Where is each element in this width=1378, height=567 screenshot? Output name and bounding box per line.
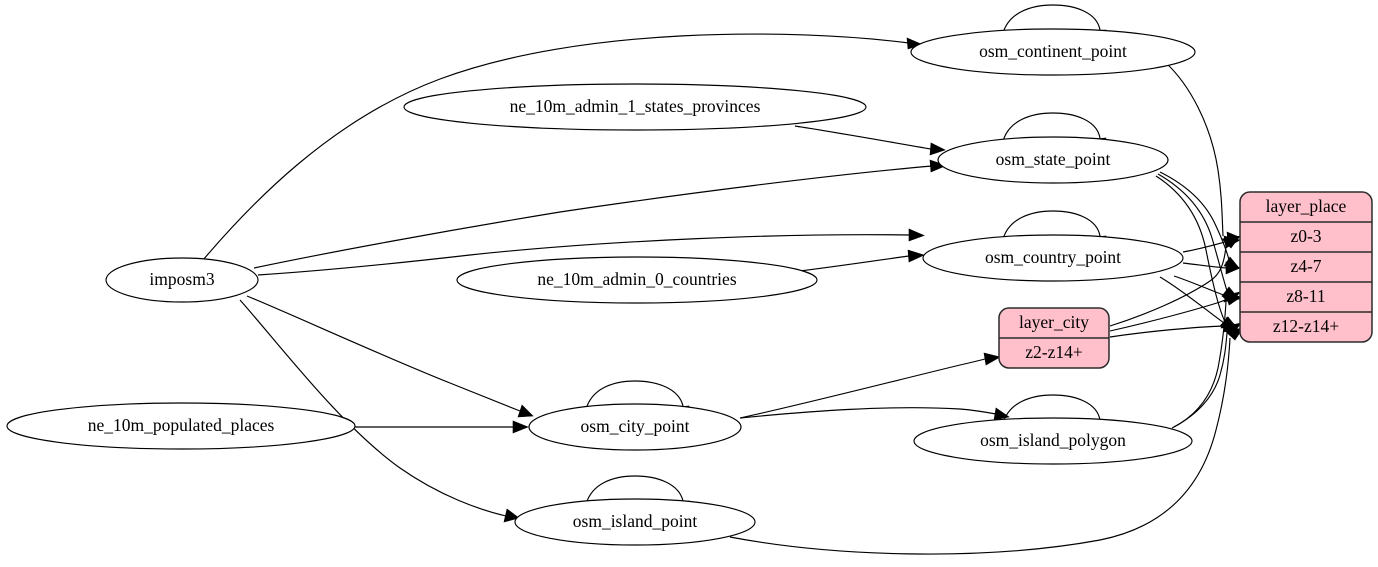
- node-osm_continent_point[interactable]: osm_continent_point: [910, 28, 1196, 76]
- edge-imposm3-to-osm_island_point: [239, 299, 507, 517]
- edge-self-loop-osm_island_polygon: [1002, 394, 1101, 424]
- node-osm_country_point[interactable]: osm_country_point: [922, 234, 1184, 282]
- edge-osm_state_point-to-layer_place-z8-11: [1157, 173, 1229, 295]
- edge-layer_city-to-layer_place-z12-z14: [1109, 325, 1225, 338]
- record-layer_city[interactable]: layer_city z2-z14+: [998, 307, 1110, 369]
- node-imposm3[interactable]: imposm3: [105, 257, 259, 303]
- node-osm_city_point-label: osm_city_point: [581, 416, 690, 436]
- edge-osm_country_point-to-layer_place-z0-3: [1182, 241, 1226, 253]
- edge-osm_island_polygon-to-layer_place-z12-z14: [1173, 332, 1228, 428]
- edge-self-loop-osm_country_point: [1002, 210, 1101, 240]
- record-layer_place-header: layer_place: [1266, 196, 1347, 216]
- node-imposm3-shape[interactable]: [105, 257, 259, 303]
- node-osm_city_point-shape[interactable]: [528, 403, 742, 451]
- arrowhead-imposm3-osm_island_point: [503, 508, 520, 523]
- arrowhead-osm_island_polygon-z8-11: [1221, 291, 1241, 305]
- node-ne_populated-label: ne_10m_populated_places: [88, 415, 275, 435]
- edge-osm_island_point-to-layer_place-z12-z14: [729, 337, 1231, 555]
- record-layer_place-row-z0-3[interactable]: z0-3: [1290, 226, 1321, 246]
- node-ne_10m_populated_places[interactable]: ne_10m_populated_places: [6, 402, 356, 450]
- node-osm_country_point-label: osm_country_point: [985, 247, 1121, 267]
- node-ne_countries-label: ne_10m_admin_0_countries: [537, 269, 736, 289]
- node-ne_countries-shape[interactable]: [456, 256, 818, 304]
- node-ne_populated-shape[interactable]: [6, 402, 356, 450]
- edge-imposm3-to-osm_city_point: [246, 295, 521, 412]
- node-ne_states-label: ne_10m_admin_1_states_provinces: [510, 96, 761, 116]
- arrowhead-imposm3-osm_city_point: [517, 404, 534, 418]
- record-layer_place-row-z4-7[interactable]: z4-7: [1290, 256, 1321, 276]
- node-osm_island_polygon-shape[interactable]: [913, 417, 1193, 465]
- edge-imposm3-to-osm_continent_point: [202, 33, 910, 261]
- edge-osm_state_point-to-layer_place-z12-z14: [1155, 175, 1227, 325]
- node-ne_10m_admin_0_countries[interactable]: ne_10m_admin_0_countries: [456, 256, 818, 304]
- edge-self-loop-osm_continent_point: [1002, 4, 1101, 34]
- record-layer_place-row-z8-11[interactable]: z8-11: [1286, 286, 1325, 306]
- edge-self-loop-osm_island_point: [585, 475, 684, 505]
- record-layer_city-row-z2-z14[interactable]: z2-z14+: [1025, 342, 1083, 362]
- node-osm_island_polygon[interactable]: osm_island_polygon: [913, 417, 1193, 465]
- arrowhead-osm_city_point-layer_city: [983, 352, 1001, 366]
- edge-ne_countries-to-osm_country_point: [799, 255, 910, 272]
- arrowhead-osm_city_point-osm_island_polygon: [993, 407, 1010, 421]
- edge-osm_state_point-to-layer_place-z4-7: [1159, 171, 1231, 265]
- arrowhead-layer_city-z0-3: [1221, 235, 1241, 249]
- node-osm_state_point-shape[interactable]: [937, 136, 1169, 184]
- node-osm_island_polygon-label: osm_island_polygon: [980, 430, 1126, 450]
- arrowhead-ne_countries-osm_country_point: [907, 249, 925, 263]
- node-osm_country_point-shape[interactable]: [922, 234, 1184, 282]
- node-osm_state_point[interactable]: osm_state_point: [937, 136, 1169, 184]
- node-osm_state_point-label: osm_state_point: [996, 149, 1111, 169]
- edge-self-loop-osm_city_point: [585, 380, 684, 410]
- edge-osm_country_point-to-layer_place-z12-z14: [1159, 276, 1225, 324]
- record-layer_place[interactable]: layer_place z0-3 z4-7 z8-11 z12-z14+: [1239, 191, 1373, 343]
- edge-self-loop-osm_state_point: [1002, 112, 1101, 142]
- node-osm_city_point[interactable]: osm_city_point: [528, 403, 742, 451]
- edge-imposm3-to-osm_country_point: [257, 234, 911, 276]
- arrowhead-osm_island_point-z12-z14: [1224, 327, 1244, 341]
- node-ne_states-shape[interactable]: [403, 83, 867, 131]
- node-layer: imposm3 ne_10m_admin_1_states_provinces …: [6, 28, 1196, 546]
- arrowhead-imposm3-osm_state_point: [929, 159, 947, 173]
- edge-imposm3-to-osm_state_point: [253, 165, 933, 269]
- node-osm_island_point-shape[interactable]: [514, 498, 756, 546]
- node-osm_island_point-label: osm_island_point: [573, 511, 698, 531]
- edge-layer_city-to-layer_place-z0-3: [1109, 245, 1227, 327]
- edge-layer_city-to-layer_place-z8-11: [1109, 298, 1228, 332]
- node-osm_continent_point-label: osm_continent_point: [979, 41, 1127, 61]
- arrowhead-ne_states-osm_state_point: [929, 142, 946, 156]
- record-layer_place-box[interactable]: [1239, 191, 1373, 343]
- edge-osm_country_point-to-layer_place-z4-7: [1182, 262, 1227, 269]
- record-layer_city-header: layer_city: [1019, 312, 1089, 332]
- edge-osm_city_point-to-layer_city: [739, 358, 986, 419]
- edge-osm_city_point-to-osm_island_polygon: [739, 407, 997, 419]
- edge-osm_continent_point-to-layer_place-z0-3: [1164, 61, 1224, 237]
- arrowhead-ne_populated-osm_city_point: [512, 420, 529, 434]
- node-ne_10m_admin_1_states_provinces[interactable]: ne_10m_admin_1_states_provinces: [403, 83, 867, 131]
- node-osm_continent_point-shape[interactable]: [910, 28, 1196, 76]
- edge-ne_states-to-osm_state_point: [794, 125, 932, 150]
- arrowhead-imposm3-osm_country_point: [908, 228, 925, 242]
- arrowhead-osm_country_point-z4-7: [1225, 261, 1241, 275]
- record-layer_place-row-z12-z14[interactable]: z12-z14+: [1273, 316, 1339, 336]
- node-osm_island_point[interactable]: osm_island_point: [514, 498, 756, 546]
- edge-osm_country_point-to-layer_place-z8-11: [1173, 275, 1227, 297]
- node-imposm3-label: imposm3: [149, 269, 214, 289]
- record-layer: layer_city z2-z14+ layer_place z0-3 z4-7…: [998, 191, 1373, 369]
